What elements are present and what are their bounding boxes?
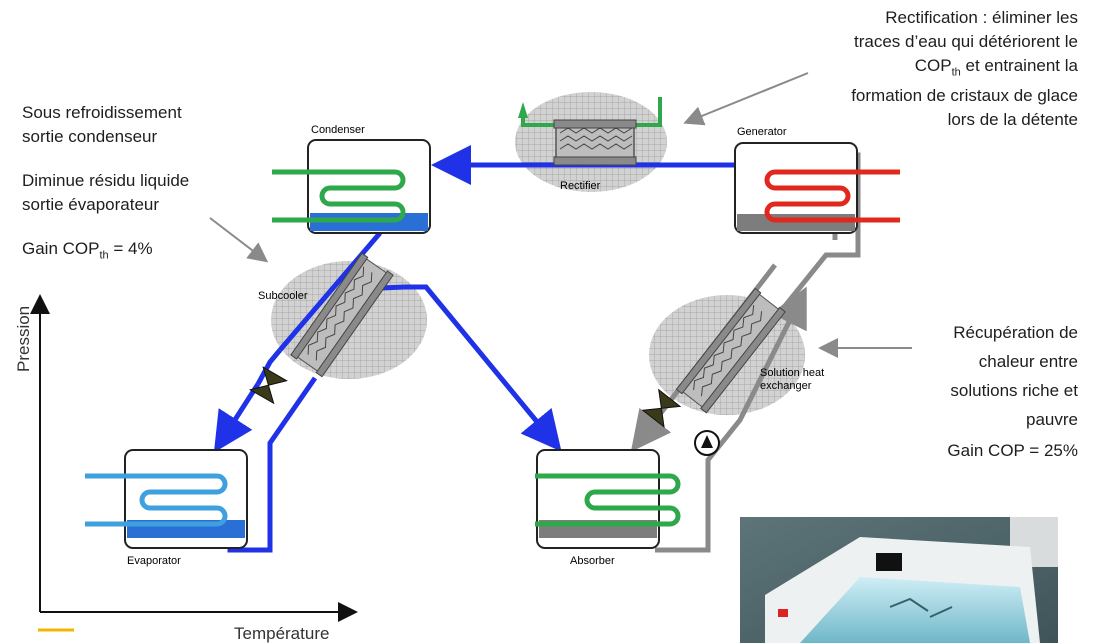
label-subcooler: Subcooler bbox=[258, 290, 308, 302]
recup-line3: solutions riche et bbox=[950, 381, 1078, 400]
expansion-valve-icon bbox=[248, 366, 288, 405]
label-solution-hx-1: Solution heat bbox=[760, 367, 824, 379]
rect-line4: formation de cristaux de glace bbox=[851, 86, 1078, 106]
rect-line5: lors de la détente bbox=[947, 110, 1078, 130]
annotation-pointers bbox=[209, 72, 912, 358]
recup-line4: pauvre bbox=[1026, 410, 1078, 429]
recup-line2: chaleur entre bbox=[978, 352, 1078, 371]
subcool-title-line1: Sous refroidissement bbox=[22, 103, 182, 122]
rect-line3-rest: et entrainent la bbox=[960, 56, 1078, 75]
rect-line3: COPth et entrainent la bbox=[748, 54, 1078, 84]
label-condenser: Condenser bbox=[311, 124, 365, 136]
recup-gain: Gain COP = 25% bbox=[947, 441, 1078, 460]
generator bbox=[734, 142, 900, 234]
subcool-title: Sous refroidissement sortie condenseur bbox=[22, 101, 182, 149]
label-generator: Generator bbox=[737, 126, 787, 138]
recup-line1: Récupération de bbox=[953, 323, 1078, 342]
solution-valve-icon bbox=[641, 388, 682, 429]
subcool-gain-prefix: Gain COP bbox=[22, 239, 100, 258]
rectification-note: Rectification : éliminer les traces d’ea… bbox=[748, 6, 1078, 132]
evaporator bbox=[85, 449, 248, 549]
absorber bbox=[535, 449, 681, 549]
label-absorber: Absorber bbox=[570, 555, 615, 567]
rect-cop: COP bbox=[914, 56, 952, 75]
pump-icon bbox=[694, 430, 720, 456]
subcooler bbox=[290, 252, 394, 378]
axes bbox=[30, 294, 358, 622]
recuperation-note: Récupération de chaleur entre solutions … bbox=[878, 318, 1078, 434]
subcool-effect-line2: sortie évaporateur bbox=[22, 195, 160, 214]
condenser bbox=[272, 139, 431, 234]
subcool-gain-value: = 4% bbox=[108, 239, 153, 258]
subcool-effect: Diminue résidu liquide sortie évaporateu… bbox=[22, 169, 189, 217]
subcool-gain: Gain COPth = 4% bbox=[22, 237, 153, 267]
solution-heat-exchanger bbox=[675, 287, 786, 414]
rect-line2: traces d’eau qui détériorent le bbox=[854, 32, 1078, 51]
label-evaporator: Evaporator bbox=[127, 555, 181, 567]
label-rectifier: Rectifier bbox=[560, 180, 601, 192]
label-solution-hx-2: exchanger bbox=[760, 380, 812, 392]
rect-line1: Rectification : éliminer les bbox=[885, 8, 1078, 27]
subcool-gain-sub: th bbox=[99, 249, 109, 262]
rect-cop-sub: th bbox=[951, 66, 961, 79]
machine-photo bbox=[740, 517, 1058, 643]
rectifier bbox=[518, 97, 662, 166]
subcool-effect-line1: Diminue résidu liquide bbox=[22, 171, 190, 190]
subcool-title-line2: sortie condenseur bbox=[22, 127, 158, 146]
x-axis-label: Température bbox=[234, 624, 329, 643]
y-axis-label: Pression bbox=[14, 306, 33, 372]
